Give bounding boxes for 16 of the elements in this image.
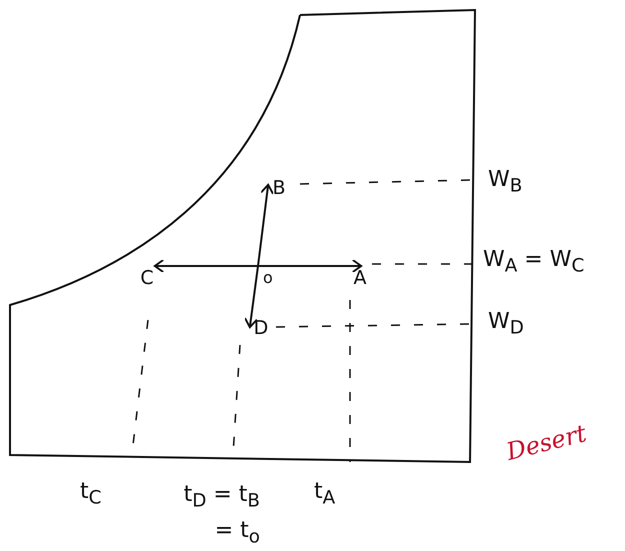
handwritten-note: Desert (504, 421, 589, 464)
process-arrow (244, 266, 259, 328)
point-label: D (250, 316, 272, 338)
point-label: C (136, 266, 158, 290)
temperature-label: t$_{C}$ (80, 480, 102, 510)
point-label: A (350, 266, 370, 290)
humidity-label: W$_{A}$ = W$_{C}$ (483, 248, 584, 278)
point-label: B (268, 176, 290, 198)
humidity-label: W$_{D}$ (488, 310, 524, 340)
humidity-label: W$_{B}$ (488, 168, 522, 198)
process-arrow (154, 259, 258, 273)
process-arrow (257, 184, 274, 266)
point-label: o (258, 266, 276, 288)
temperature-label: t$_{D}$ = t$_{B}$ = t$_{o}$ (182, 481, 260, 550)
process-arrow (258, 259, 362, 273)
temperature-label: t$_{A}$ (314, 480, 336, 510)
